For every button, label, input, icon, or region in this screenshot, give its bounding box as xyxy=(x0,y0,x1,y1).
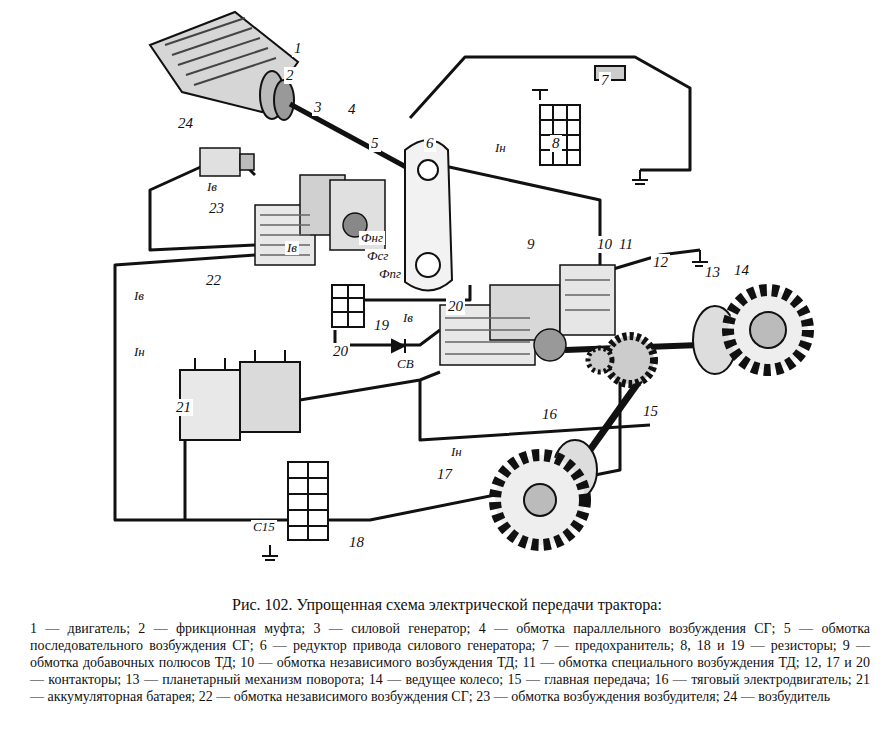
symbol-label: Iн xyxy=(449,445,464,459)
callout-number: 8 xyxy=(550,135,562,152)
engine xyxy=(150,12,298,120)
final-drive xyxy=(495,290,808,545)
symbol-label: Фсг xyxy=(365,249,390,263)
callout-number: 21 xyxy=(174,399,193,416)
symbol-label: Iн xyxy=(132,345,147,359)
reducer xyxy=(405,140,452,291)
symbol-label: СВ xyxy=(395,357,416,371)
resistors xyxy=(288,105,580,540)
symbol-label: Iн xyxy=(493,141,508,155)
callout-number: 6 xyxy=(424,135,436,152)
symbol-label: Iв xyxy=(285,241,299,255)
callout-number: 18 xyxy=(347,534,366,551)
callout-number: 2 xyxy=(284,67,296,84)
ground-symbols xyxy=(262,90,708,560)
symbol-label: С15 xyxy=(251,520,277,534)
symbol-label: Iв xyxy=(205,180,219,194)
callout-number: 10 xyxy=(595,236,614,253)
callout-number: 7 xyxy=(599,72,611,89)
symbol-label: Фпг xyxy=(377,267,403,281)
figure-caption: Рис. 102. Упрощенная схема электрической… xyxy=(230,596,664,614)
callout-number: 13 xyxy=(703,264,722,281)
callout-number: 9 xyxy=(525,236,537,253)
callout-number: 19 xyxy=(372,317,391,334)
callout-number: 24 xyxy=(176,115,195,132)
callout-number: 11 xyxy=(617,236,635,253)
callout-number: 20 xyxy=(331,343,350,360)
callout-number: 14 xyxy=(732,262,751,279)
wires xyxy=(115,57,700,520)
symbol-label: Iв xyxy=(132,289,146,303)
caption-key: 1 — двигатель; 2 — фрикционная муфта; 3 … xyxy=(28,620,872,705)
callout-number: 20 xyxy=(446,298,465,315)
callout-number: 12 xyxy=(651,254,670,271)
battery xyxy=(180,350,300,440)
symbol-label: Фнг xyxy=(359,231,385,245)
callout-number: 4 xyxy=(346,101,358,118)
callout-number: 17 xyxy=(435,466,454,483)
exciter xyxy=(200,148,254,176)
callout-number: 3 xyxy=(312,99,324,116)
diode xyxy=(392,339,405,353)
callout-number: 5 xyxy=(369,135,381,152)
callout-number: 16 xyxy=(540,406,559,423)
callout-number: 1 xyxy=(292,40,304,57)
callout-number: 23 xyxy=(207,200,226,217)
callout-number: 15 xyxy=(641,403,660,420)
callout-number: 22 xyxy=(204,272,223,289)
symbol-label: Iв xyxy=(401,311,415,325)
